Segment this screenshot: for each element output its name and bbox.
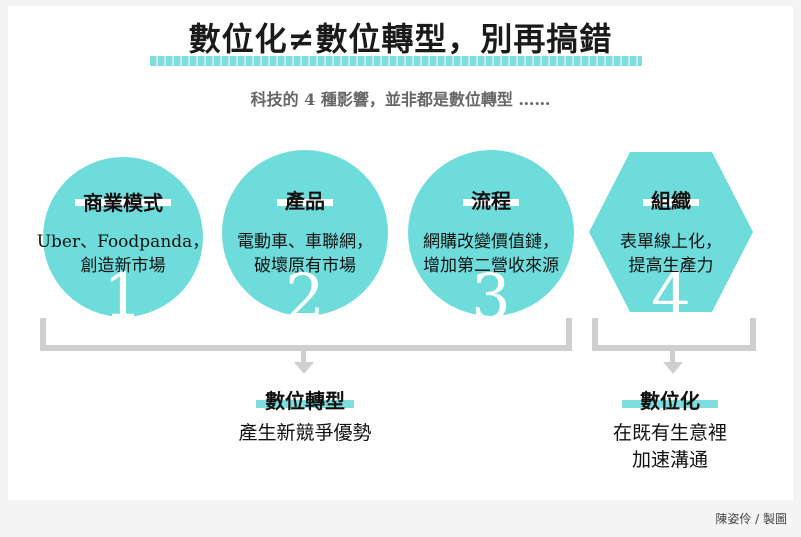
node-description-line: 提高生產力	[628, 256, 714, 276]
node-label: 產品	[285, 189, 325, 213]
node-business-model: 商業模式 1	[43, 157, 203, 317]
node-description: Uber、Foodpanda， 創造新市場	[20, 230, 226, 278]
node-number: 2	[285, 260, 325, 317]
node-description-line: 電動車、車聯網，	[237, 232, 373, 252]
subtitle: 科技的 4 種影響，並非都是數位轉型 ……	[250, 90, 551, 109]
node-label-underline	[75, 199, 171, 206]
bracket-left-edge	[566, 318, 572, 350]
page-title: 數位化≠數位轉型，別再搞錯	[188, 20, 613, 58]
result-description: 在既有生意裡 加速溝通	[570, 420, 770, 474]
result-title: 數位轉型	[265, 389, 345, 413]
bracket-right-edge	[750, 318, 756, 350]
arrow-down-icon	[294, 362, 314, 374]
node-label: 流程	[471, 189, 511, 213]
result-description-line: 加速溝通	[631, 449, 708, 471]
result-title-underline	[622, 400, 718, 408]
node-label: 組織	[651, 189, 691, 213]
result-description: 產生新競爭優勢	[173, 420, 437, 447]
node-number: 1	[103, 259, 143, 318]
node-description: 表單線上化， 提高生產力	[589, 230, 753, 278]
bracket-left-bar	[40, 345, 572, 351]
bracket-right-bar	[592, 345, 756, 351]
node-description-line: Uber、Foodpanda，	[36, 232, 210, 252]
node-process: 流程 3	[408, 150, 574, 316]
node-label: 商業模式	[83, 191, 163, 215]
node-number: 4	[651, 258, 691, 313]
title-underline	[150, 56, 642, 66]
node-label-underline	[277, 199, 333, 206]
node-description-line: 表單線上化，	[620, 232, 722, 252]
arrow-stem	[670, 350, 675, 362]
arrow-down-icon	[663, 362, 683, 374]
node-label-underline	[643, 199, 699, 206]
node-label-underline	[463, 199, 519, 206]
credit-text: 陳姿伶 / 製圖	[715, 512, 787, 526]
result-description-line: 在既有生意裡	[612, 422, 727, 444]
node-description: 網購改變價值鏈， 增加第二營收來源	[404, 230, 578, 278]
node-number: 3	[471, 260, 511, 317]
node-description-line: 破壞原有市場	[254, 256, 356, 276]
result-description-line: 產生新競爭優勢	[238, 422, 372, 444]
node-description-line: 創造新市場	[80, 256, 166, 276]
node-product: 產品 2	[222, 150, 388, 316]
bracket-left-edge	[40, 318, 46, 350]
node-description-line: 增加第二營收來源	[423, 256, 559, 276]
node-description-line: 網購改變價值鏈，	[423, 232, 559, 252]
result-title: 數位化	[640, 389, 700, 413]
arrow-stem	[301, 350, 306, 362]
node-description: 電動車、車聯網， 破壞原有市場	[222, 230, 388, 278]
bracket-right-edge	[592, 318, 598, 350]
result-title-underline	[256, 400, 354, 408]
